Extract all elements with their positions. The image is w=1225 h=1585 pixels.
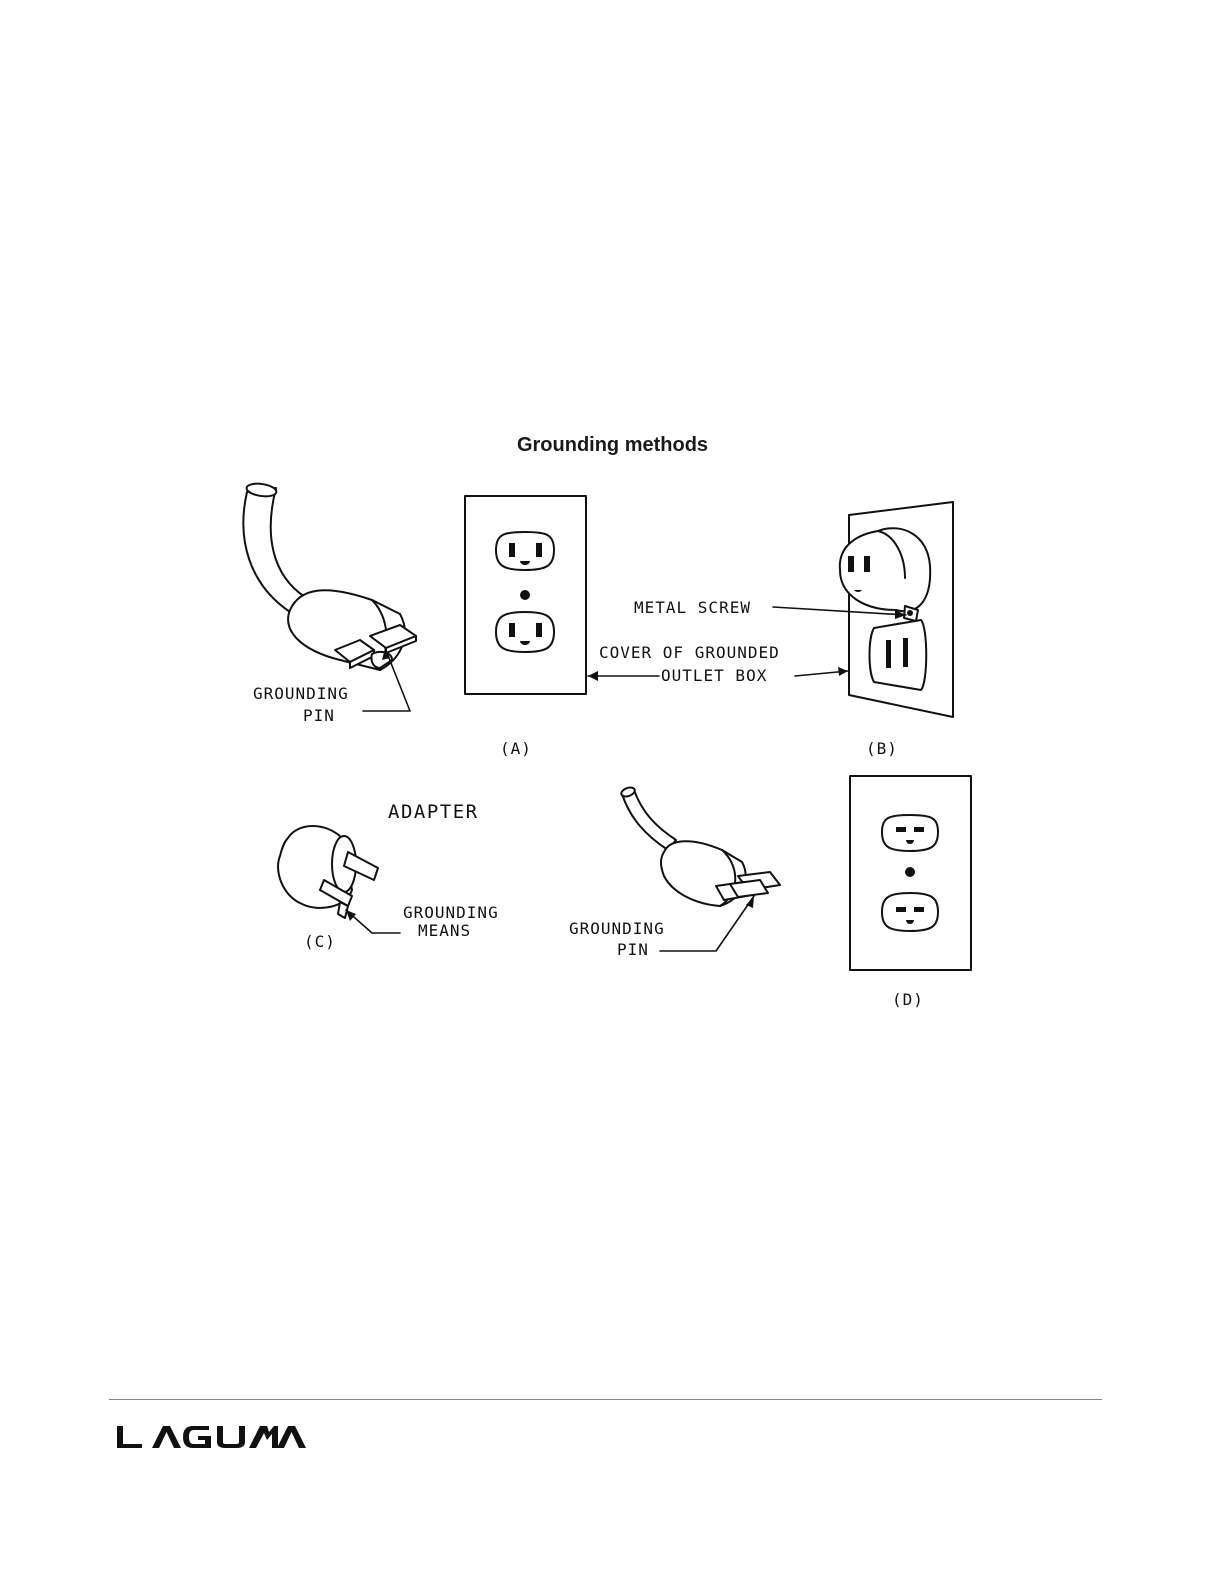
metal-screw-label: METAL SCREW [634, 598, 751, 617]
adapter-label: ADAPTER [388, 801, 479, 823]
caption-c: (C) [304, 932, 336, 951]
caption-a: (A) [500, 739, 532, 758]
cover-label-line1: COVER OF GROUNDED [599, 643, 780, 662]
grounded-outlet-a [465, 496, 586, 694]
footer-divider [109, 1399, 1102, 1400]
grounding-pin-label-d-line1: GROUNDING [569, 919, 665, 938]
outlet-b-with-adapter [840, 502, 953, 717]
adapter-illustration [278, 826, 400, 933]
three-prong-plug-illustration [243, 482, 416, 711]
laguna-logo [116, 1424, 306, 1455]
caption-b: (B) [866, 739, 898, 758]
grounded-outlet-d [850, 776, 971, 970]
caption-d: (D) [892, 990, 924, 1009]
grounding-pin-label-d-line2: PIN [617, 940, 649, 959]
laguna-logo-mark [116, 1424, 306, 1450]
grounding-means-label-line2: MEANS [418, 921, 471, 940]
grounding-means-label-line1: GROUNDING [403, 903, 499, 922]
grounding-pin-label-a-line2: PIN [303, 706, 335, 725]
grounding-pin-label-a-line1: GROUNDING [253, 684, 349, 703]
cover-label-line2: OUTLET BOX [661, 666, 767, 685]
